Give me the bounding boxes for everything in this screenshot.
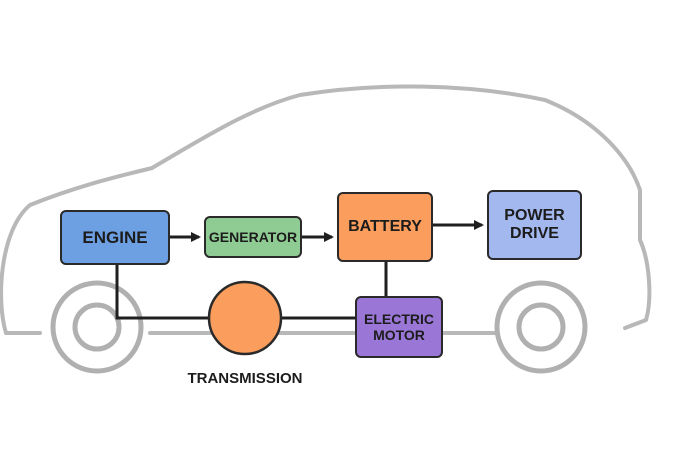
electric-motor-node: ELECTRIC MOTOR — [355, 296, 443, 358]
transmission-node — [207, 280, 283, 356]
generator-node: GENERATOR — [204, 216, 302, 258]
transmission-label: TRANSMISSION — [187, 370, 303, 387]
power-drive-label: POWER DRIVE — [504, 206, 565, 242]
generator-label: GENERATOR — [208, 228, 298, 245]
car-body-outline — [0, 84, 652, 335]
battery-node: BATTERY — [337, 192, 433, 262]
engine-node: ENGINE — [60, 210, 170, 265]
rear-wheel — [494, 280, 588, 374]
front-wheel — [50, 280, 144, 374]
electric-motor-label: ELECTRIC MOTOR — [364, 310, 434, 343]
engine-label: ENGINE — [82, 227, 148, 247]
battery-label: BATTERY — [348, 217, 422, 235]
power-drive-node: POWER DRIVE — [487, 190, 582, 260]
